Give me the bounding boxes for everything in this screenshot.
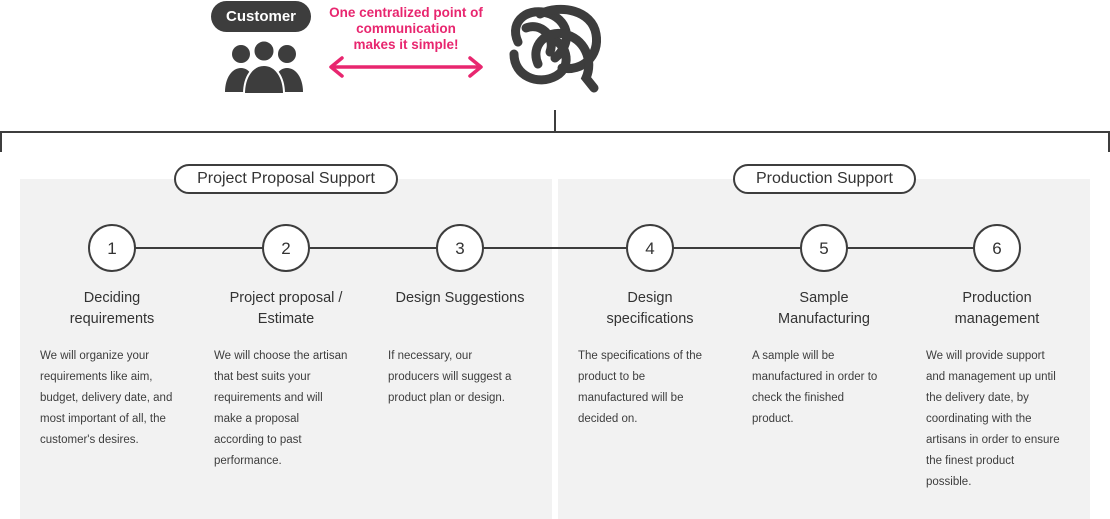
people-group-icon (225, 40, 303, 94)
customer-badge: Customer (211, 1, 311, 32)
message-line: makes it simple! (353, 37, 459, 52)
desc-line: requirements and will (214, 392, 323, 404)
message-line: communication (356, 21, 456, 36)
desc-line: product. (752, 413, 794, 425)
desc-line: the finest product (926, 455, 1015, 467)
step-description-2: We will choose the artisan that best sui… (214, 346, 362, 472)
desc-line: possible. (926, 476, 972, 488)
desc-line: the delivery date, by (926, 392, 1029, 404)
title-line: Project proposal / (229, 290, 343, 306)
desc-line: We will choose the artisan (214, 350, 348, 362)
section-label: Production Support (756, 170, 893, 187)
desc-line: artisans in order to ensure (926, 434, 1060, 446)
desc-line: A sample will be (752, 350, 835, 362)
title-line: management (954, 311, 1040, 327)
desc-line: The specifications of the (578, 350, 703, 362)
title-line: Deciding (83, 290, 141, 306)
title-line: Design Suggestions (395, 290, 525, 306)
section-label: Project Proposal Support (197, 170, 375, 187)
double-arrow-icon (329, 56, 483, 78)
desc-line: make a proposal (214, 413, 300, 425)
desc-line: If necessary, our (388, 350, 473, 362)
desc-line: check the finished (752, 392, 845, 404)
title-line: specifications (606, 311, 694, 327)
step-circle-6: 6 (973, 224, 1021, 272)
title-line: requirements (69, 311, 155, 327)
title-line: Production (962, 290, 1032, 306)
step-number: 6 (992, 239, 1001, 258)
step-title-1: Deciding requirements (27, 288, 197, 330)
desc-line: We will organize your (40, 350, 150, 362)
desc-line: requirements like aim, (40, 371, 153, 383)
step-description-5: A sample will be manufactured in order t… (752, 346, 900, 430)
customer-label: Customer (225, 8, 296, 25)
step-title-3: Design Suggestions (375, 288, 545, 309)
desc-line: producers will suggest a (388, 371, 512, 383)
step-circle-5: 5 (800, 224, 848, 272)
step-number: 5 (819, 239, 828, 258)
knot-logo-icon (509, 4, 602, 93)
desc-line: manufactured will be (578, 392, 684, 404)
step-title-2: Project proposal / Estimate (201, 288, 371, 330)
section-pill-proposal-support: Project Proposal Support (174, 164, 398, 194)
desc-line: and management up until (926, 371, 1056, 383)
step-circle-1: 1 (88, 224, 136, 272)
desc-line: decided on. (578, 413, 638, 425)
desc-line: product to be (578, 371, 646, 383)
step-description-4: The specifications of the product to be … (578, 346, 726, 430)
step-timeline: 1 2 3 4 5 6 (88, 224, 1021, 272)
title-line: Sample (799, 290, 849, 306)
desc-line: performance. (214, 455, 282, 467)
desc-line: that best suits your (214, 371, 311, 383)
step-circle-2: 2 (262, 224, 310, 272)
step-description-3: If necessary, our producers will suggest… (388, 346, 536, 409)
message-line: One centralized point of (329, 5, 483, 20)
step-title-4: Design specifications (565, 288, 735, 330)
step-title-5: Sample Manufacturing (739, 288, 909, 330)
step-number: 2 (281, 239, 290, 258)
step-circle-4: 4 (626, 224, 674, 272)
step-number: 1 (107, 239, 116, 258)
title-line: Manufacturing (778, 311, 870, 327)
desc-line: budget, delivery date, and (40, 392, 173, 404)
step-number: 4 (645, 239, 654, 258)
desc-line: product plan or design. (388, 392, 505, 404)
desc-line: according to past (214, 434, 302, 446)
step-description-1: We will organize your requirements like … (40, 346, 188, 451)
step-number: 3 (455, 239, 464, 258)
bracket-connector (0, 110, 1110, 152)
desc-line: coordinating with the (926, 413, 1032, 425)
title-line: Estimate (257, 311, 315, 327)
desc-line: most important of all, the (40, 413, 166, 425)
desc-line: customer's desires. (40, 434, 139, 446)
section-pill-production-support: Production Support (733, 164, 916, 194)
step-title-6: Production management (912, 288, 1082, 330)
communication-message: One centralized point of communication m… (318, 5, 494, 53)
step-description-6: We will provide support and management u… (926, 346, 1074, 493)
desc-line: manufactured in order to (752, 371, 878, 383)
step-circle-3: 3 (436, 224, 484, 272)
title-line: Design (627, 290, 673, 306)
desc-line: We will provide support (926, 350, 1045, 362)
